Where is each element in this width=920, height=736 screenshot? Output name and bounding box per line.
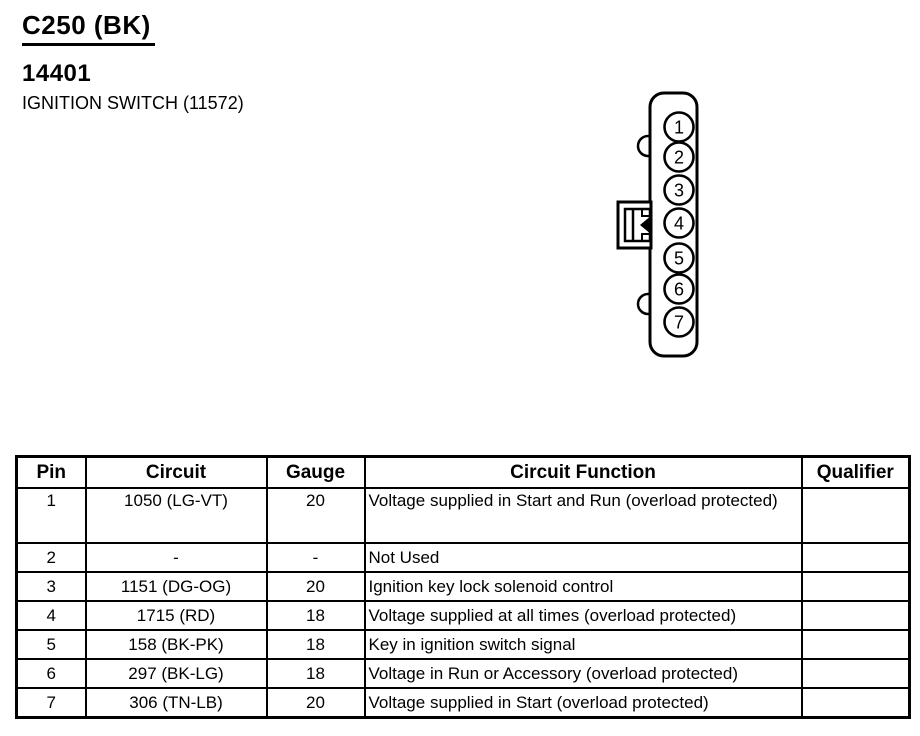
cell-qualifier xyxy=(800,571,911,602)
cell-qualifier xyxy=(800,600,911,631)
connector-pins: 1 2 3 4 5 6 7 xyxy=(663,111,695,338)
col-header-function: Circuit Function xyxy=(363,455,803,489)
connector-pin-number-7: 7 xyxy=(674,313,684,333)
connector-pin-number-5: 5 xyxy=(674,249,684,269)
cell-gauge: 20 xyxy=(265,487,366,544)
col-header-qualifier: Qualifier xyxy=(800,455,911,489)
connector-pin-circle-2 xyxy=(663,141,695,173)
connector-diagram: 1 2 3 4 5 6 7 xyxy=(616,91,699,358)
cell-pin: 2 xyxy=(15,542,87,573)
cell-circuit: - xyxy=(84,542,268,573)
pinout-table: Pin Circuit Gauge Circuit Function Quali… xyxy=(15,455,911,719)
cell-qualifier xyxy=(800,658,911,689)
part-name: IGNITION SWITCH (11572) xyxy=(22,93,244,113)
cell-circuit: 1050 (LG-VT) xyxy=(84,487,268,544)
connector-pin-number-1: 1 xyxy=(674,118,684,138)
cell-qualifier xyxy=(800,687,911,719)
table-row: 7 306 (TN-LB) 20 Voltage supplied in Sta… xyxy=(15,687,911,719)
cell-gauge: 18 xyxy=(265,629,366,660)
cell-function: Voltage supplied in Start (overload prot… xyxy=(363,687,803,719)
cell-gauge: - xyxy=(265,542,366,573)
table-row: 4 1715 (RD) 18 Voltage supplied at all t… xyxy=(15,600,911,631)
table-row: 5 158 (BK-PK) 18 Key in ignition switch … xyxy=(15,629,911,660)
cell-qualifier xyxy=(800,487,911,544)
table-row: 2 - - Not Used xyxy=(15,542,911,573)
connector-pin-circle-3 xyxy=(663,174,695,206)
connector-pin-number-2: 2 xyxy=(674,148,684,168)
cell-gauge: 18 xyxy=(265,600,366,631)
cell-pin: 7 xyxy=(15,687,87,719)
pinout-header-row: Pin Circuit Gauge Circuit Function Quali… xyxy=(15,455,911,489)
col-header-gauge: Gauge xyxy=(265,455,366,489)
connector-pin-number-3: 3 xyxy=(674,181,684,201)
cell-pin: 1 xyxy=(15,487,87,544)
cell-function: Ignition key lock solenoid control xyxy=(363,571,803,602)
cell-qualifier xyxy=(800,629,911,660)
table-row: 3 1151 (DG-OG) 20 Ignition key lock sole… xyxy=(15,571,911,602)
cell-circuit: 306 (TN-LB) xyxy=(84,687,268,719)
connector-pin-number-4: 4 xyxy=(674,214,684,234)
cell-circuit: 297 (BK-LG) xyxy=(84,658,268,689)
cell-pin: 4 xyxy=(15,600,87,631)
cell-function: Key in ignition switch signal xyxy=(363,629,803,660)
cell-function: Not Used xyxy=(363,542,803,573)
cell-gauge: 20 xyxy=(265,571,366,602)
table-row: 1 1050 (LG-VT) 20 Voltage supplied in St… xyxy=(15,487,911,544)
cell-gauge: 18 xyxy=(265,658,366,689)
cell-gauge: 20 xyxy=(265,687,366,719)
col-header-pin: Pin xyxy=(15,455,87,489)
connector-pin-circle-5 xyxy=(663,242,695,274)
connector-latch xyxy=(616,200,653,250)
cell-function: Voltage in Run or Accessory (overload pr… xyxy=(363,658,803,689)
cell-pin: 5 xyxy=(15,629,87,660)
connector-pin-circle-6 xyxy=(663,273,695,305)
cell-circuit: 1715 (RD) xyxy=(84,600,268,631)
cell-qualifier xyxy=(800,542,911,573)
connector-pin-circle-4 xyxy=(663,207,695,239)
cell-function: Voltage supplied at all times (overload … xyxy=(363,600,803,631)
cell-pin: 6 xyxy=(15,658,87,689)
connector-pin-number-6: 6 xyxy=(674,280,684,300)
connector-id-title: C250 (BK) xyxy=(22,10,155,46)
cell-pin: 3 xyxy=(15,571,87,602)
table-row: 6 297 (BK-LG) 18 Voltage in Run or Acces… xyxy=(15,658,911,689)
cell-function: Voltage supplied in Start and Run (overl… xyxy=(363,487,803,544)
connector-pin-circle-7 xyxy=(663,306,695,338)
pinout-table-body: 1 1050 (LG-VT) 20 Voltage supplied in St… xyxy=(15,487,911,719)
cell-circuit: 158 (BK-PK) xyxy=(84,629,268,660)
cell-circuit: 1151 (DG-OG) xyxy=(84,571,268,602)
part-number: 14401 xyxy=(22,60,92,87)
col-header-circuit: Circuit xyxy=(84,455,268,489)
